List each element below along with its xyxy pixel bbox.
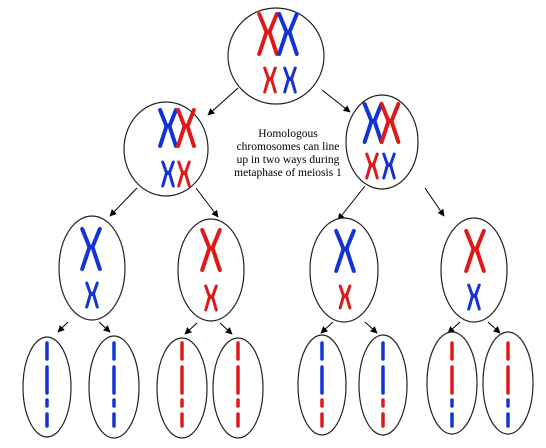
chromosome-small-paternal [204,284,218,312]
chromosome-small-maternal [161,160,175,188]
chromosome-small-maternal [85,281,99,309]
chromosome-small-maternal [382,152,396,180]
meiosis-2-cell-3 [309,217,379,323]
arrow-left-to-cell-2 [195,187,219,218]
caption-line-4: metaphase of meiosis 1 [234,167,342,179]
arrow-gamete-4 [219,322,233,335]
arrow-parent-to-left [207,87,239,116]
chromosome-large-maternal [158,108,178,148]
meiosis-caption: Homologous chromosomes can line up in tw… [223,128,353,180]
arrow-gamete-6 [364,321,378,334]
chromosomes [45,12,510,428]
chromosome-small-maternal [467,283,481,311]
arrow-right-to-cell-4 [424,187,445,217]
cells [22,7,534,439]
caption-line-2: chromosomes can line [236,141,340,153]
chromosome-large-paternal [257,12,279,56]
chromosome-large-maternal [277,12,299,56]
arrow-parent-to-right [321,89,351,113]
arrow-gamete-8 [487,321,501,334]
arrow-gamete-1 [57,321,69,333]
arrow-gamete-2 [98,321,111,333]
chromosome-large-paternal [464,229,486,273]
chromosome-small-paternal [365,152,379,180]
parent-cell [227,7,325,105]
chromosome-large-paternal [200,228,222,272]
chromosome-small-paternal [338,284,352,310]
caption-line-1: Homologous [258,128,318,140]
arrow-right-to-cell-3 [337,185,366,221]
chromosome-small-paternal [177,160,191,188]
arrow-gamete-5 [320,321,334,334]
meiosis-2-cell-4 [440,217,508,323]
chromosome-large-maternal [80,227,102,271]
arrow-gamete-7 [447,321,461,334]
meiosis-2-cell-1 [58,215,126,321]
meiosis-2-cell-2 [177,218,245,322]
arrow-gamete-3 [184,322,198,335]
arrows [57,87,501,335]
chromosome-large-paternal [176,108,196,148]
meiosis-1-cell-left [123,101,209,197]
chromosome-small-paternal [263,66,277,94]
chromosome-small-maternal [283,66,297,94]
arrow-left-to-cell-1 [109,187,138,217]
chromosome-large-maternal [334,229,356,273]
chromosome-large-paternal [379,102,401,144]
chromosome-large-maternal [362,102,384,144]
caption-line-3: up in two ways during [236,154,340,166]
